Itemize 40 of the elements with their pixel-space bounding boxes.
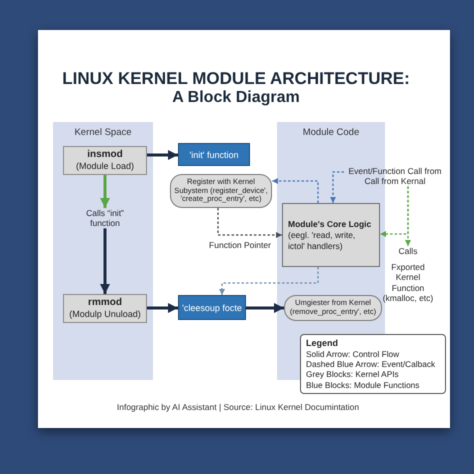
box-description: (eegl. 'read, write, ictol' handlers) — [288, 230, 356, 252]
panel-heading: Kernel Space — [74, 127, 132, 138]
section-panel — [53, 122, 153, 380]
box-subtitle: (Module Load) — [76, 161, 134, 172]
edge-label: Function Pointer — [207, 240, 273, 250]
rounded-box — [284, 295, 382, 321]
function-box — [178, 143, 250, 166]
legend-item: Solid Arrow: Control Flow — [306, 349, 400, 360]
process-box — [63, 294, 147, 323]
diagram-title: LINUX KERNEL MODULE ARCHITECTURE: — [62, 69, 410, 89]
panel-heading: Module Code — [302, 127, 360, 138]
legend-item: Dashed Blue Arrow: Event/Calback — [306, 359, 436, 370]
process-box — [63, 146, 147, 175]
dashed-arrow — [217, 208, 282, 238]
legend-item: Blue Blocks: Module Functions — [306, 380, 420, 390]
dashed-arrow — [272, 178, 319, 203]
dashed-arrow — [219, 267, 319, 295]
process-box — [282, 203, 380, 267]
box-title: insmod — [87, 149, 123, 162]
dashed-arrow — [330, 171, 344, 203]
box-title: rmmod — [88, 297, 122, 310]
annotation-text: Calls — [398, 246, 418, 256]
box-subtitle: (Modulp Unuload) — [69, 309, 141, 320]
box-title: Module's Core Logic — [288, 218, 372, 230]
box-label: 'init' function — [190, 150, 238, 160]
arrow — [100, 175, 110, 208]
diagram-subtitle: A Block Diagram — [172, 89, 300, 107]
legend-title: Legend — [306, 338, 340, 350]
arrow — [100, 228, 110, 294]
annotation-text: Calls “init” function — [82, 208, 128, 228]
arrow — [147, 150, 178, 160]
dashed-arrow — [405, 186, 411, 246]
arrow — [147, 303, 178, 313]
caption: Infographic by AI Assistant | Source: Linux Kernel Documintation — [116, 402, 360, 412]
annotation-text: Fxported Kernel Function (kmalloc, etc) — [382, 262, 434, 303]
annotation-text: Event/Function Call from Call from Kernal — [344, 166, 446, 186]
function-box — [178, 295, 246, 320]
legend-item: Grey Blocks: Kernel APIs — [306, 369, 400, 380]
box-label: 'cleesoup focte — [182, 302, 242, 312]
arrow — [246, 303, 284, 313]
